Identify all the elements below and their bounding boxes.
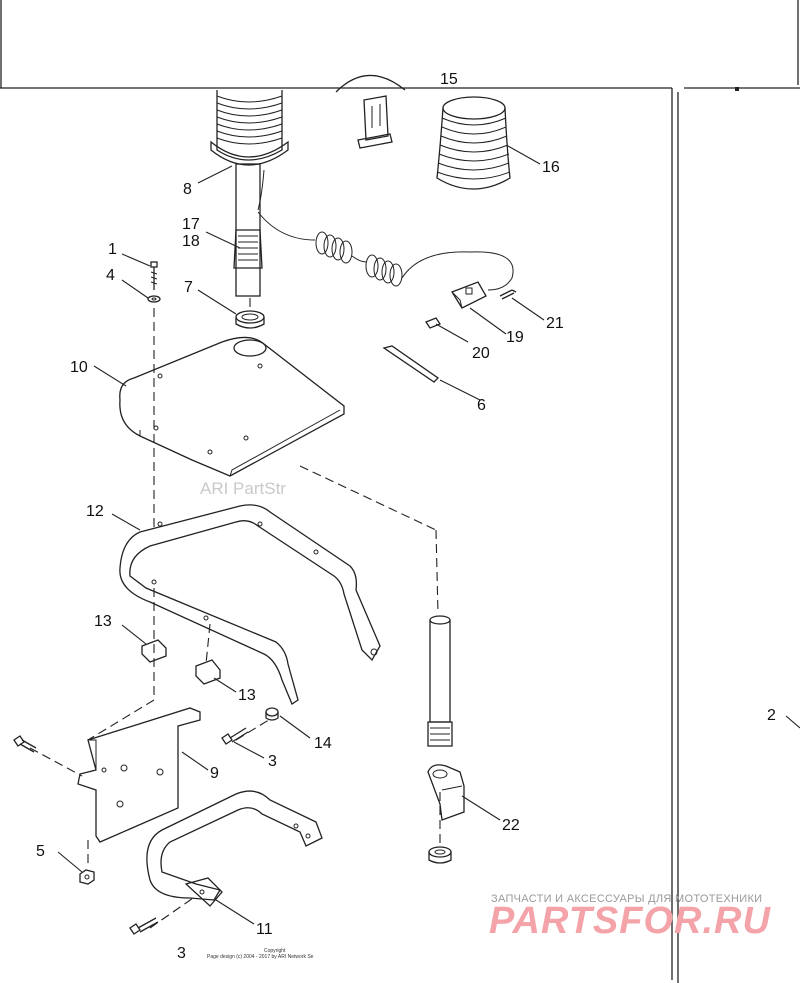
callout-2: 2 xyxy=(767,707,776,724)
ari-watermark: ARI PartStr xyxy=(200,479,286,498)
callout-9: 9 xyxy=(210,765,219,782)
spacer-14 xyxy=(265,707,279,721)
alignment-lines xyxy=(29,298,441,929)
callout-13-upper: 13 xyxy=(94,613,112,630)
screw-3-lower xyxy=(129,917,159,935)
callout-16: 16 xyxy=(542,159,560,176)
copyright-line1: Copyright xyxy=(264,948,286,954)
bracket-9 xyxy=(77,707,201,843)
clip-13-upper xyxy=(141,639,167,663)
callout-15: 15 xyxy=(440,71,458,88)
callout-20: 20 xyxy=(472,345,490,362)
callout-7: 7 xyxy=(184,279,193,296)
callout-6: 6 xyxy=(477,397,486,414)
screw-1 xyxy=(150,261,158,290)
callout-21: 21 xyxy=(546,315,564,332)
washer-4 xyxy=(147,295,161,303)
screw-3-upper xyxy=(221,727,249,745)
brand-tagline: ЗАПЧАСТИ И АКСЕССУАРЫ ДЛЯ МОТОТЕХНИКИ xyxy=(491,893,762,905)
callout-19: 19 xyxy=(506,329,524,346)
callout-14: 14 xyxy=(314,735,332,752)
grommet-7 xyxy=(235,310,265,329)
bolt-left xyxy=(13,735,37,753)
callout-18: 18 xyxy=(182,233,200,250)
callout-5: 5 xyxy=(36,843,45,860)
callout-1: 1 xyxy=(108,241,117,258)
connector-19 xyxy=(451,281,487,309)
terminal-21 xyxy=(499,289,517,300)
frame-11 xyxy=(146,790,323,907)
callout-4: 4 xyxy=(106,267,115,284)
mast-pipe xyxy=(427,615,453,747)
callout-22: 22 xyxy=(502,817,520,834)
callout-10: 10 xyxy=(70,359,88,376)
callout-13-lower: 13 xyxy=(238,687,256,704)
cable-tie xyxy=(382,345,440,383)
bracket-22 xyxy=(427,764,465,821)
callout-12: 12 xyxy=(86,503,104,520)
callout-11: 11 xyxy=(256,921,273,938)
terminal-20 xyxy=(425,317,441,329)
callout-3-lower: 3 xyxy=(177,945,186,962)
lens-16 xyxy=(436,96,511,190)
partsfor-brand: ЗАПЧАСТИ И АКСЕССУАРЫ ДЛЯ МОТОТЕХНИКИ PA… xyxy=(489,893,771,942)
callout-17: 17 xyxy=(182,216,200,233)
mounting-plate-10 xyxy=(119,336,345,477)
callout-numbers: 1 2 3 3 4 5 6 7 8 9 10 11 12 13 13 14 15… xyxy=(36,71,776,962)
callout-8: 8 xyxy=(183,181,192,198)
copyright-line2: Page design (c) 2004 - 2017 by ARI Netwo… xyxy=(207,954,314,960)
brand-logo: PARTSFOR.RU xyxy=(489,900,771,942)
frame-12 xyxy=(119,504,381,705)
beacon-lamp xyxy=(210,90,289,297)
nut-5 xyxy=(79,869,95,885)
leader-lines xyxy=(57,145,800,925)
nut-22 xyxy=(428,846,452,864)
coiled-cord xyxy=(257,211,514,291)
callout-3-upper: 3 xyxy=(268,753,277,770)
bracket-15 xyxy=(335,74,406,149)
clip-13-lower xyxy=(195,659,221,685)
